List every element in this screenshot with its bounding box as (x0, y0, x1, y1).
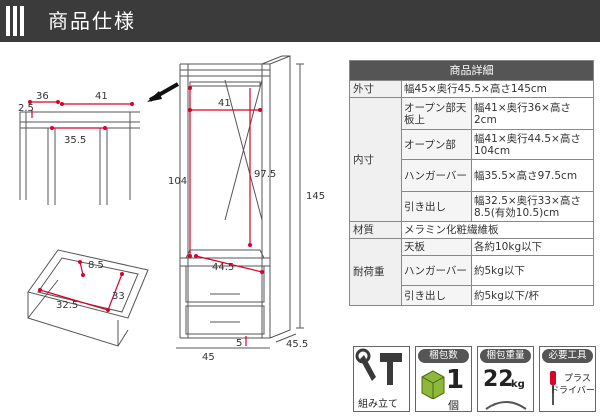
material-value: メラミン化粧繊維板 (401, 221, 594, 239)
load-value: 約5kg以下/杯 (471, 285, 594, 306)
material-label: 材質 (349, 221, 402, 239)
tools-wrench-hammer-icon (355, 348, 402, 385)
inner-size-label: 内寸 (349, 97, 402, 222)
dim-width-45: 45 (202, 352, 215, 363)
inner-sub-label: ハンガーバー (401, 159, 472, 192)
dim-top-2-5: 2.5 (18, 103, 34, 114)
package-weight-unit: kg (511, 379, 525, 390)
spec-table: 商品詳細 外寸 幅45×奥行45.5×高さ145cm 内寸 オープン部天板上 幅… (349, 60, 594, 306)
required-tools-caption: 必要工具 (542, 349, 593, 363)
package-weight-caption: 梱包重量 (480, 349, 531, 363)
package-count-badge: 梱包数 1 個 (415, 346, 472, 412)
inner-value: 幅35.5×高さ97.5cm (471, 159, 594, 192)
dim-foot-5: 5 (236, 338, 242, 349)
assembly-label: 組み立て (358, 399, 398, 410)
top-view-diagram: 36 41 2.5 35.5 (18, 91, 140, 205)
package-box-icon (421, 370, 445, 399)
load-capacity-label: 耐荷重 (349, 238, 402, 306)
load-value: 各約10kg以下 (471, 238, 594, 256)
screwdriver-icon (550, 371, 556, 405)
package-count-number: 1 (446, 365, 465, 395)
assembly-badge: 組み立て (353, 346, 410, 412)
header-bars-icon (6, 6, 36, 36)
load-value: 約5kg以下 (471, 255, 594, 286)
product-drawings: 36 41 2.5 35.5 8.5 33 32.5 (18, 55, 325, 363)
dim-hanger-height-97-5: 97.5 (254, 169, 276, 180)
package-weight-badge: 梱包重量 22 kg (477, 346, 534, 412)
inner-sub-label: 引き出し (401, 191, 472, 222)
inner-sub-label: オープン部 (401, 129, 472, 160)
spec-table-title: 商品詳細 (349, 60, 594, 81)
required-tools-line1: プラス (564, 374, 591, 384)
rack-diagram: 41 104 97.5 44.5 145 45 45.5 5 (168, 55, 325, 363)
dim-drawer-8-5: 8.5 (88, 260, 104, 271)
inner-sub-label: オープン部天板上 (401, 97, 472, 130)
dim-drawer-33: 33 (112, 291, 125, 302)
dim-total-height-145: 145 (306, 191, 325, 202)
dim-top-36: 36 (36, 91, 49, 102)
outer-size-value: 幅45×奥行45.5×高さ145cm (401, 80, 594, 98)
inner-value: 幅41×奥行36×高さ2cm (471, 97, 594, 130)
load-sub-label: 引き出し (401, 285, 472, 306)
required-tools-badge: 必要工具 プラス ドライバー (539, 346, 596, 412)
section-header: 商品仕様 (0, 0, 600, 42)
dim-top-35-5: 35.5 (64, 135, 86, 146)
dim-drawer-32-5: 32.5 (56, 300, 78, 311)
dim-top-41: 41 (95, 91, 108, 102)
dim-depth-45-5: 45.5 (286, 339, 308, 350)
dim-height-104: 104 (168, 176, 187, 187)
outer-size-label: 外寸 (349, 80, 402, 98)
dim-inner-width-41: 41 (218, 98, 231, 109)
drawer-diagram: 8.5 33 32.5 (27, 249, 149, 347)
package-count-caption: 梱包数 (418, 349, 469, 363)
scale-icon (485, 401, 527, 410)
load-sub-label: ハンガーバー (401, 255, 472, 286)
inner-value: 幅32.5×奥行33×高さ8.5(有効10.5)cm (471, 191, 594, 222)
inner-value: 幅41×奥行44.5×高さ104cm (471, 129, 594, 160)
section-title: 商品仕様 (48, 9, 136, 33)
package-count-unit: 個 (448, 399, 459, 412)
load-sub-label: 天板 (401, 238, 472, 256)
dim-shelf-44-5: 44.5 (212, 262, 234, 273)
pointer-arrow-icon (147, 82, 179, 102)
required-tools-line2: ドライバー (550, 386, 595, 396)
info-icons: 組み立て 梱包数 1 個 梱包重量 22 kg 必要工具 プラス ドライバー (353, 346, 597, 414)
package-weight-number: 22 (483, 367, 514, 392)
